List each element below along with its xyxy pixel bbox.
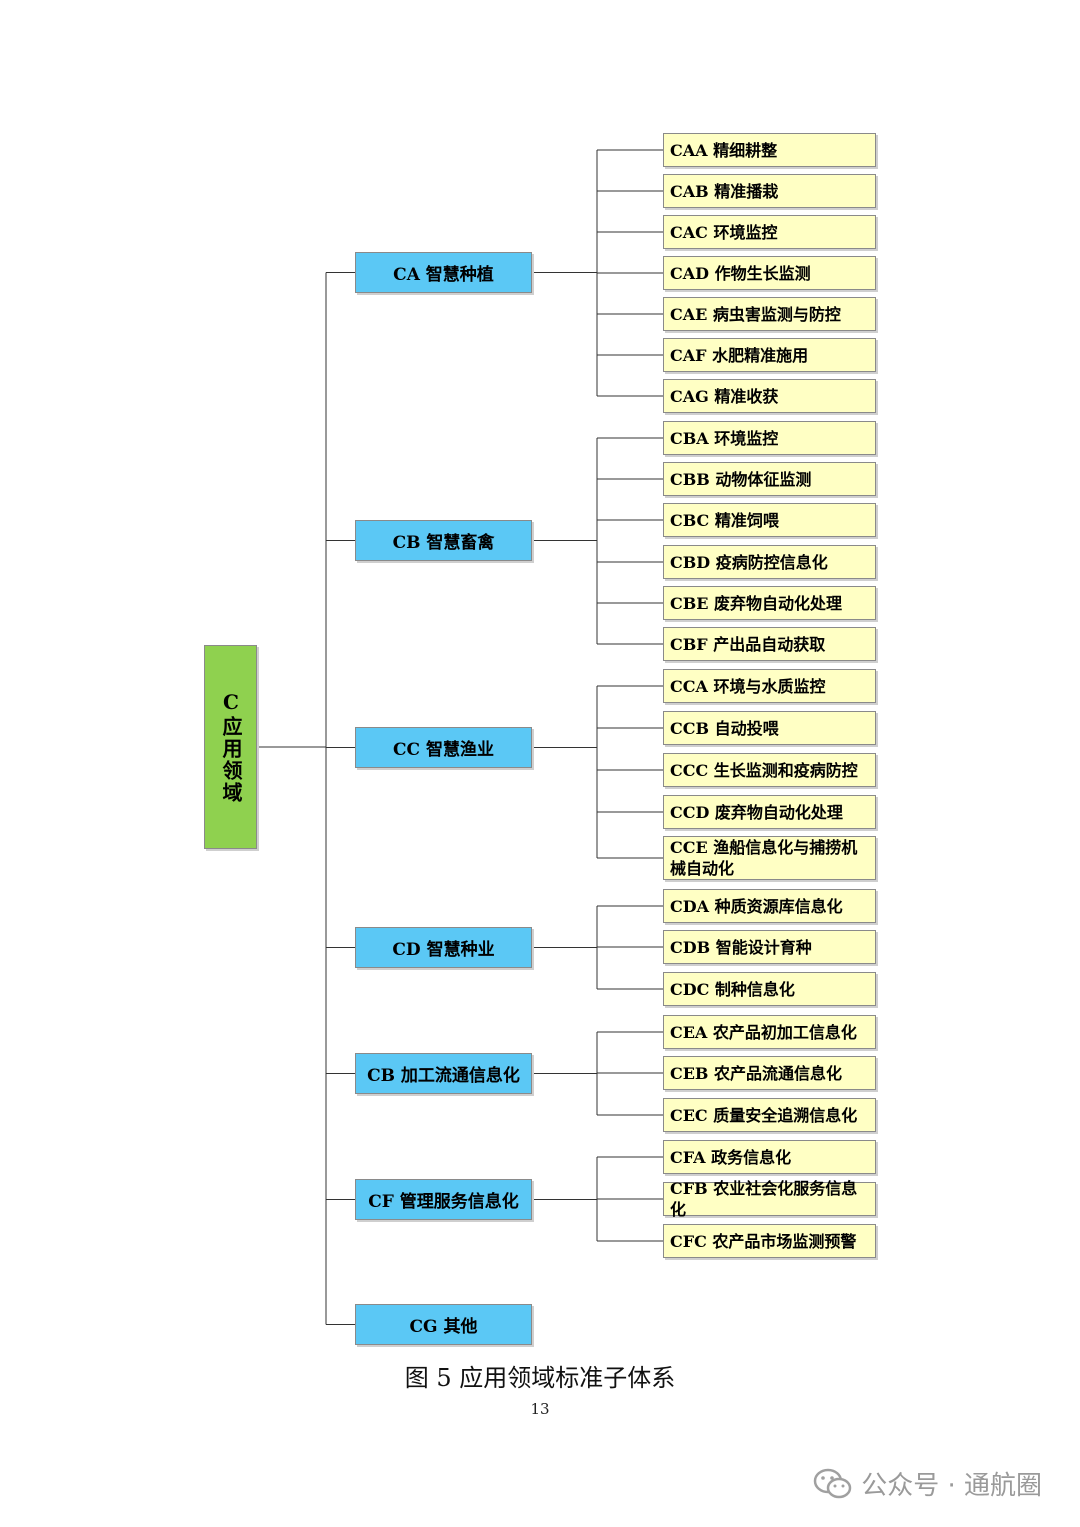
- subcategory-node: CAC 环境监控: [663, 215, 876, 249]
- watermark-text: 公众号 · 通航圈: [861, 1471, 1042, 1501]
- subcategory-node: CEC 质量安全追溯信息化: [663, 1098, 876, 1132]
- subcategory-node: CCA 环境与水质监控: [663, 669, 876, 703]
- subcategory-node: CFC 农产品市场监测预警: [663, 1224, 876, 1258]
- subcategory-node: CBD 疫病防控信息化: [663, 545, 876, 579]
- subcategory-node: CFB 农业社会化服务信息化: [663, 1179, 876, 1219]
- category-node: CF 管理服务信息化: [355, 1179, 532, 1220]
- subcategory-node: CAA 精细耕整: [663, 133, 876, 167]
- category-node: CG 其他: [355, 1304, 532, 1345]
- page-number: 13: [530, 1400, 550, 1418]
- figure-caption: 图 5 应用领域标准子体系: [404, 1364, 676, 1392]
- subcategory-node: CEA 农产品初加工信息化: [663, 1015, 876, 1049]
- subcategory-node: CFA 政务信息化: [663, 1140, 876, 1174]
- subcategory-node: CAE 病虫害监测与防控: [663, 297, 876, 331]
- subcategory-node: CDA 种质资源库信息化: [663, 889, 876, 923]
- subcategory-node: CCC 生长监测和疫病防控: [663, 753, 876, 787]
- subcategory-node: CCD 废弃物自动化处理: [663, 795, 876, 829]
- subcategory-node: CAD 作物生长监测: [663, 256, 876, 290]
- watermark: 公众号 · 通航圈: [813, 1465, 1042, 1502]
- wechat-icon: [813, 1468, 852, 1498]
- category-node: CA 智慧种植: [355, 252, 532, 293]
- subcategory-node: CDB 智能设计育种: [663, 930, 876, 964]
- subcategory-node: CCE 渔船信息化与捕捞机械自动化: [663, 836, 876, 880]
- subcategory-node: CAG 精准收获: [663, 379, 876, 413]
- category-node: CC 智慧渔业: [355, 727, 532, 768]
- subcategory-node: CBC 精准饲喂: [663, 503, 876, 537]
- subcategory-node: CBF 产出品自动获取: [663, 627, 876, 661]
- subcategory-node: CAB 精准播栽: [663, 174, 876, 208]
- root-node: C应用领域: [204, 645, 257, 849]
- subcategory-node: CBA 环境监控: [663, 421, 876, 455]
- subcategory-node: CBE 废弃物自动化处理: [663, 586, 876, 620]
- category-node: CD 智慧种业: [355, 927, 532, 968]
- subcategory-node: CEB 农产品流通信息化: [663, 1056, 876, 1090]
- subcategory-node: CAF 水肥精准施用: [663, 338, 876, 372]
- subcategory-node: CCB 自动投喂: [663, 711, 876, 745]
- subcategory-node: CBB 动物体征监测: [663, 462, 876, 496]
- category-node: CB 智慧畜禽: [355, 520, 532, 561]
- subcategory-node: CDC 制种信息化: [663, 972, 876, 1006]
- category-node: CB 加工流通信息化: [355, 1053, 532, 1094]
